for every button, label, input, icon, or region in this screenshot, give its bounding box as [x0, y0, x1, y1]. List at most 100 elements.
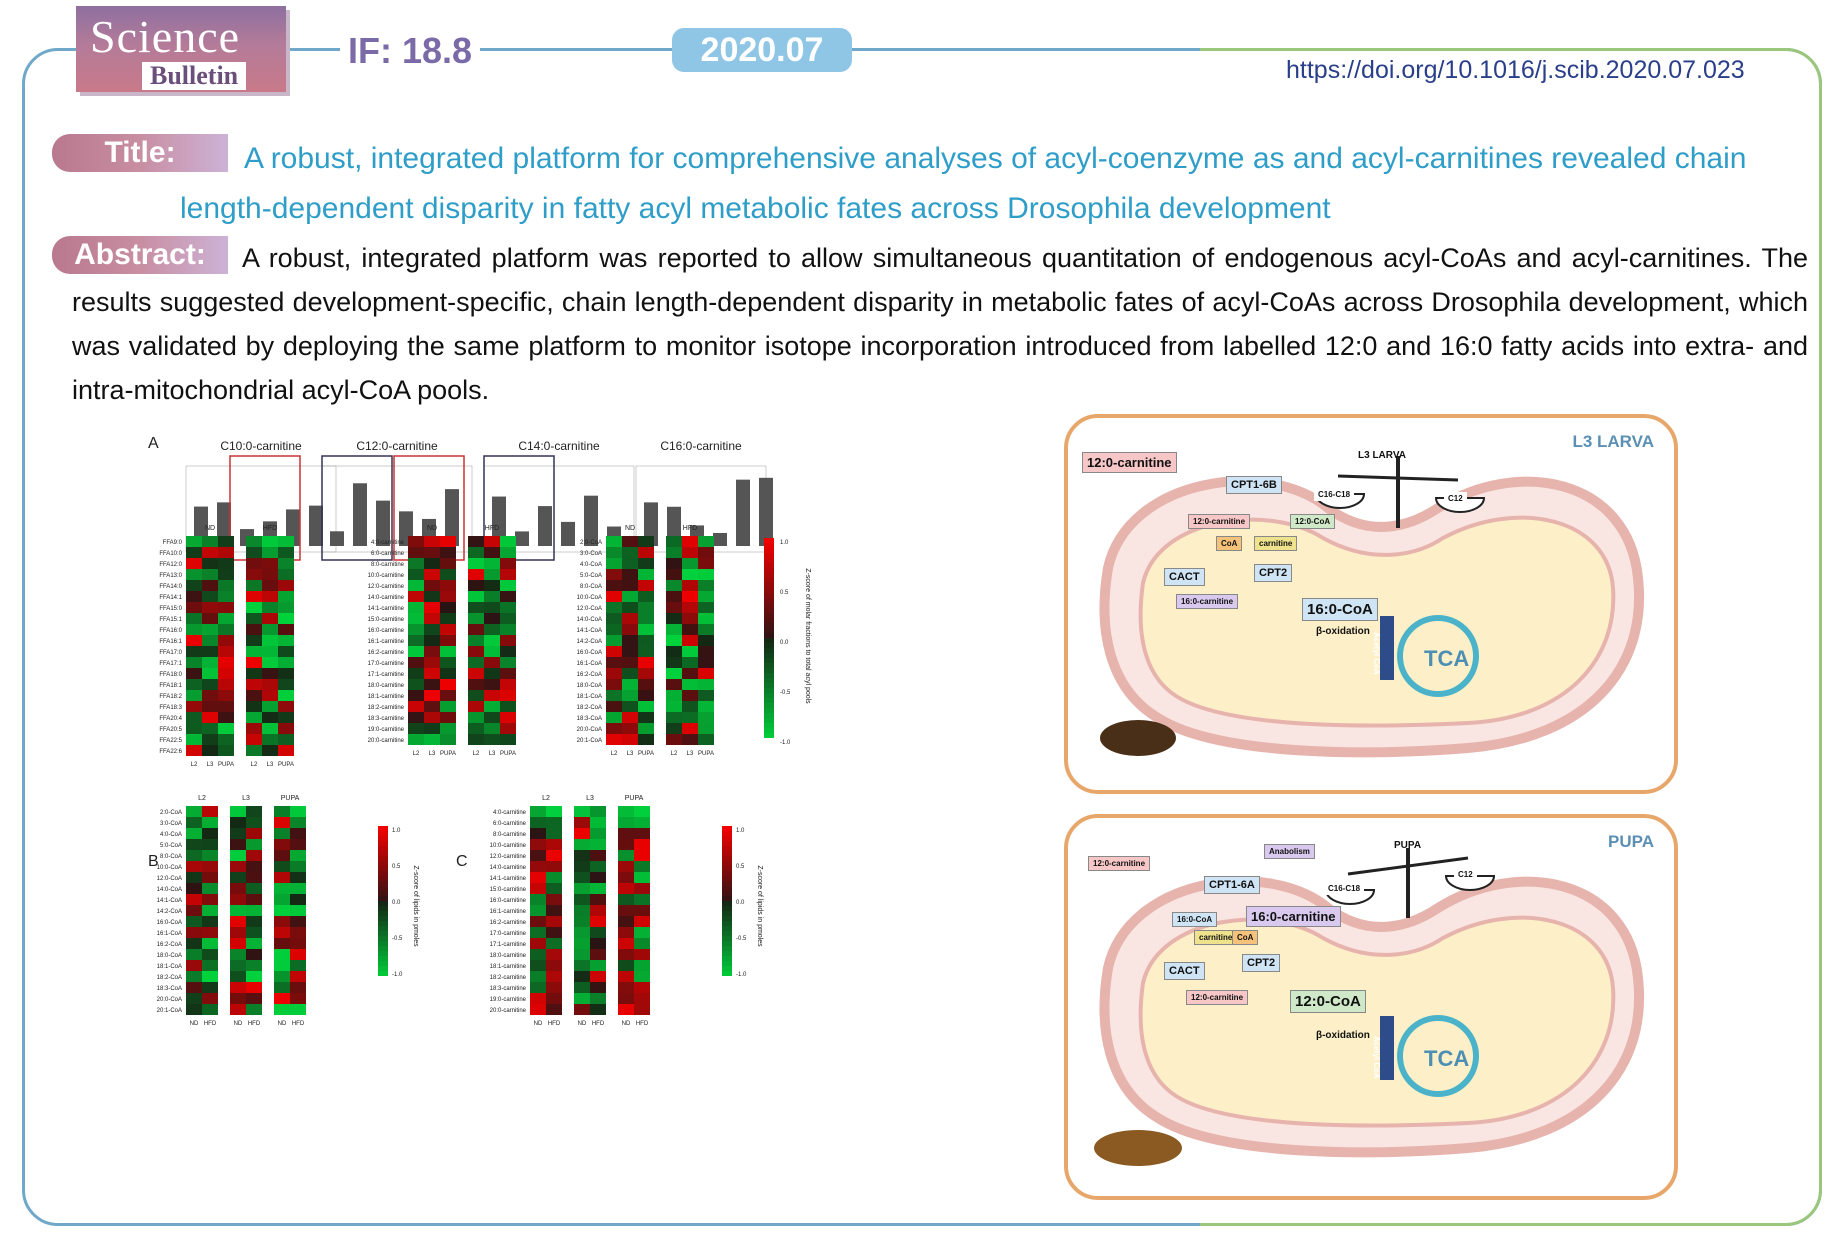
- ffa-cell: [218, 734, 234, 745]
- panel-c-cell: [590, 894, 606, 905]
- panel-b-cell: [246, 982, 262, 993]
- panel-c-cell: [546, 982, 562, 993]
- carn-cell: [468, 646, 484, 657]
- scale-a-cell: [764, 688, 774, 693]
- panel-c-diet-0-0: ND: [534, 1021, 543, 1027]
- panel-c-row-label-18: 20:0-carnitine: [490, 1008, 527, 1014]
- carn-row-label-7: 15:0-carnitine: [368, 617, 405, 623]
- panel-c-cell: [574, 850, 590, 861]
- carn-cell: [484, 536, 500, 547]
- carn-row-label-5: 14:0-carnitine: [368, 595, 405, 601]
- panel-b-row-label-9: 14:2-CoA: [157, 909, 182, 915]
- coa-cell: [682, 690, 698, 701]
- scale-c-tick-2: 0.0: [736, 900, 745, 906]
- carn-row-label-11: 17:0-carnitine: [368, 661, 405, 667]
- coa-cell: [638, 679, 654, 690]
- carn-cell: [468, 701, 484, 712]
- scale-a-cell: [764, 568, 774, 573]
- scale-a-cell: [764, 603, 774, 608]
- carn-stage-0-2: PUPA: [440, 751, 456, 757]
- coa-row-label-9: 14:2-CoA: [577, 639, 602, 645]
- carn-cell: [484, 668, 500, 679]
- panel-c-cell: [546, 817, 562, 828]
- coa-cell: [606, 646, 622, 657]
- panel-c-cell: [634, 982, 650, 993]
- carn-cell: [424, 723, 440, 734]
- pupa-stage-label: PUPA: [1608, 832, 1654, 851]
- panel-b-cell: [274, 839, 290, 850]
- coa-cell: [638, 734, 654, 745]
- scale-c-cell: [722, 926, 732, 931]
- ffa-cell: [186, 569, 202, 580]
- panel-b-cell: [202, 927, 218, 938]
- panel-b-cell: [290, 960, 306, 971]
- ffa-cell: [246, 657, 262, 668]
- coa-cell: [622, 679, 638, 690]
- carn-stage-1-2: PUPA: [500, 751, 516, 757]
- ffa-cell: [246, 679, 262, 690]
- ffa-group-1: HFD: [263, 525, 277, 532]
- ffa-cell: [246, 602, 262, 613]
- panel-b-cell: [186, 993, 202, 1004]
- panel-b-cell: [202, 839, 218, 850]
- ffa-row-label-9: FFA16:1: [159, 639, 182, 645]
- panel-c-cell: [530, 927, 546, 938]
- panel-c-row-label-6: 14:1-carnitine: [490, 876, 527, 882]
- carn-cell: [440, 536, 456, 547]
- coa-cell: [606, 712, 622, 723]
- scale-b-cell: [378, 826, 388, 831]
- impact-factor: IF: 18.8: [340, 30, 481, 72]
- ffa-cell: [278, 602, 294, 613]
- coa-cell: [682, 624, 698, 635]
- carn-cell: [408, 591, 424, 602]
- scale-b-cell: [378, 906, 388, 911]
- coa-cell: [622, 613, 638, 624]
- ffa-cell: [278, 613, 294, 624]
- carn-row-label-12: 17:1-carnitine: [368, 672, 405, 678]
- panel-c-cell: [618, 960, 634, 971]
- carn-cell: [408, 624, 424, 635]
- ffa-cell: [202, 602, 218, 613]
- ffa-cell: [278, 580, 294, 591]
- scale-c-tick-0: 1.0: [736, 828, 745, 834]
- scale-b-tick-2: 0.0: [392, 900, 401, 906]
- carn-stage-1-0: L2: [473, 751, 480, 757]
- carn-cell: [468, 558, 484, 569]
- panel-b-cell: [274, 905, 290, 916]
- carn-row-label-15: 18:2-carnitine: [368, 705, 405, 711]
- coa-cell: [698, 624, 714, 635]
- panel-b-cell: [290, 883, 306, 894]
- panel-c-cell: [590, 1004, 606, 1015]
- panel-b-row-label-11: 16:1-CoA: [157, 931, 182, 937]
- carn-cell: [468, 591, 484, 602]
- scale-b-cell: [378, 916, 388, 921]
- scale-c-cell: [722, 961, 732, 966]
- panel-b-cell: [230, 982, 246, 993]
- ffa-cell: [202, 591, 218, 602]
- scale-b-cell: [378, 886, 388, 891]
- scale-c-cell: [722, 876, 732, 881]
- panel-c-row-label-3: 10:0-carnitine: [490, 843, 527, 849]
- scale-a-cell: [764, 613, 774, 618]
- carn-cell: [408, 690, 424, 701]
- scale-a-cell: [764, 638, 774, 643]
- scale-b-cell: [378, 861, 388, 866]
- carn-cell: [468, 723, 484, 734]
- panel-c-cell: [530, 949, 546, 960]
- scale-b-cell: [378, 936, 388, 941]
- ffa-cell: [246, 569, 262, 580]
- panel-b-cell: [186, 916, 202, 927]
- doi-link[interactable]: https://doi.org/10.1016/j.scib.2020.07.0…: [1280, 56, 1751, 85]
- panel-c-cell: [618, 916, 634, 927]
- coa-stage-1-0: L2: [671, 751, 678, 757]
- coa-cell: [666, 547, 682, 558]
- ffa-row-label-5: FFA14:1: [159, 595, 182, 601]
- mito-larva-panel: L3 LARVA 12:0-carnitine CPT1-6B L3 LARVA…: [1064, 414, 1678, 794]
- scale-b-cell: [378, 866, 388, 871]
- panel-c-cell: [634, 960, 650, 971]
- panel-c-cell: [634, 828, 650, 839]
- pupa-product: 12:0-CoA: [1290, 990, 1366, 1013]
- panel-c-cell: [590, 806, 606, 817]
- bar-2-2: [538, 506, 552, 546]
- carn-cell: [468, 690, 484, 701]
